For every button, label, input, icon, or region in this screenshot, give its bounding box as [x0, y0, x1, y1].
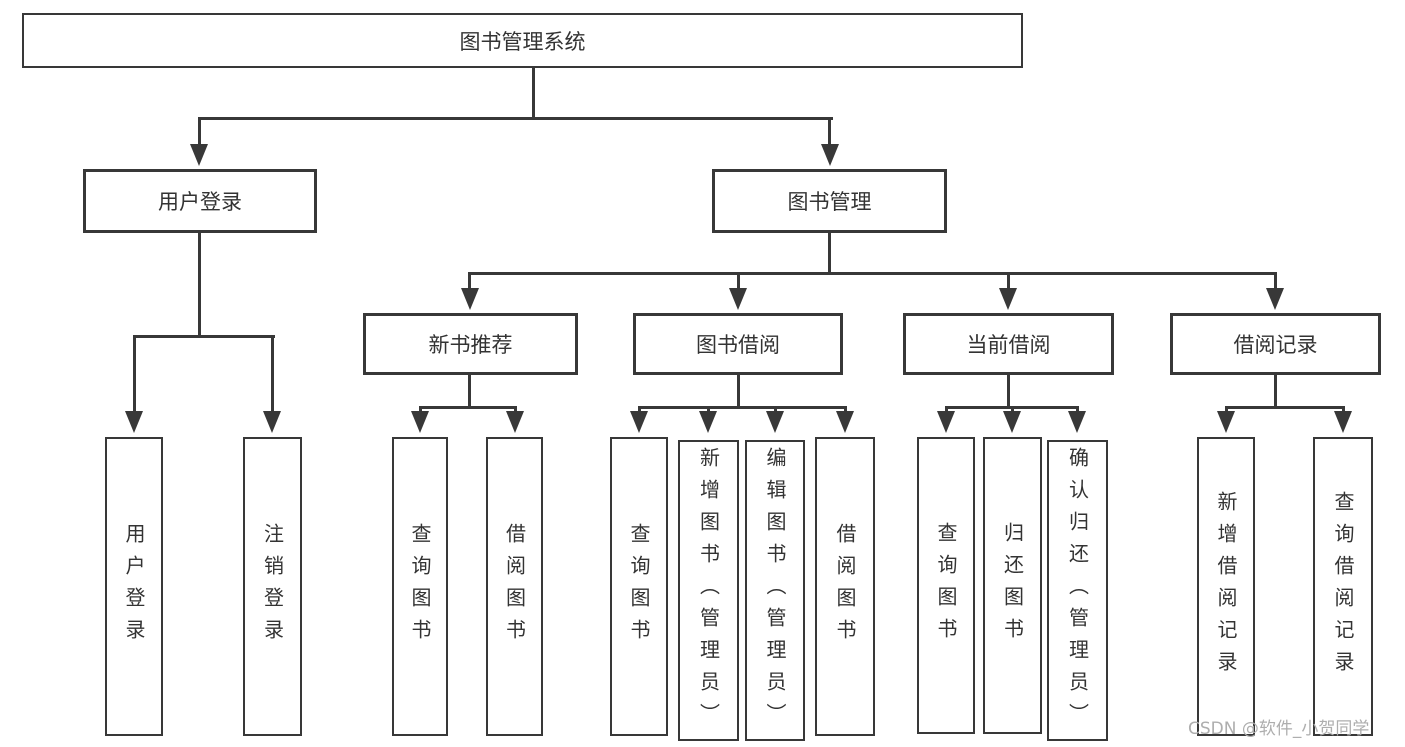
connector-line — [774, 406, 777, 414]
connector-line — [945, 406, 948, 414]
leaf-query-books-current: 查询图书 — [917, 437, 975, 734]
connector-line — [419, 406, 517, 409]
arrowhead-icon — [630, 411, 648, 433]
connector-line — [828, 233, 831, 275]
connector-line — [844, 406, 847, 414]
node-current-borrowing: 当前借阅 — [903, 313, 1114, 375]
leaf-add-borrow-record: 新增借阅记录 — [1197, 437, 1255, 736]
connector-line — [737, 272, 740, 290]
node-label: 查询借阅记录 — [1331, 490, 1355, 683]
connector-line — [1274, 272, 1277, 290]
arrowhead-icon — [699, 411, 717, 433]
connector-line — [468, 375, 471, 409]
arrowhead-icon — [1334, 411, 1352, 433]
leaf-borrow-books-borrowing: 借阅图书 — [815, 437, 875, 736]
arrowhead-icon — [1217, 411, 1235, 433]
arrowhead-icon — [190, 144, 208, 166]
arrowhead-icon — [766, 411, 784, 433]
arrowhead-icon — [1003, 411, 1021, 433]
arrowhead-icon — [1068, 411, 1086, 433]
connector-line — [198, 117, 201, 148]
node-label: 借阅图书 — [502, 522, 527, 651]
node-label: 用户登录 — [122, 522, 146, 651]
csdn-watermark: CSDN @软件_小贺同学 — [1188, 719, 1370, 739]
leaf-add-book-admin: 新增图书（管理员） — [678, 440, 739, 741]
arrowhead-icon — [999, 288, 1017, 310]
connector-line — [1342, 406, 1345, 414]
node-label: 图书管理 — [787, 190, 872, 214]
leaf-user-login: 用户登录 — [105, 437, 163, 736]
node-user-login: 用户登录 — [83, 169, 317, 233]
node-label: 借阅记录 — [1233, 333, 1318, 357]
node-label: 图书借阅 — [696, 333, 780, 357]
connector-line — [1007, 375, 1010, 409]
connector-line — [1076, 406, 1079, 414]
node-label: 确认归还（管理员） — [1065, 446, 1090, 735]
leaf-confirm-return-admin: 确认归还（管理员） — [1047, 440, 1108, 741]
leaf-return-books: 归还图书 — [983, 437, 1042, 734]
node-borrowing-records: 借阅记录 — [1170, 313, 1381, 375]
node-book-borrowing: 图书借阅 — [633, 313, 843, 375]
connector-line — [1225, 406, 1228, 414]
arrowhead-icon — [937, 411, 955, 433]
node-label: 归还图书 — [1000, 521, 1025, 650]
leaf-logout: 注销登录 — [243, 437, 302, 736]
node-root: 图书管理系统 — [22, 13, 1023, 68]
leaf-edit-book-admin: 编辑图书（管理员） — [745, 440, 805, 741]
arrowhead-icon — [461, 288, 479, 310]
connector-line — [1225, 406, 1345, 409]
leaf-query-books-borrowing: 查询图书 — [610, 437, 668, 736]
connector-line — [707, 406, 710, 414]
connector-line — [828, 117, 831, 148]
arrowhead-icon — [125, 411, 143, 433]
node-label: 查询图书 — [627, 522, 651, 651]
arrowhead-icon — [729, 288, 747, 310]
leaf-query-borrow-record: 查询借阅记录 — [1313, 437, 1373, 736]
node-new-book-recommend: 新书推荐 — [363, 313, 578, 375]
arrowhead-icon — [263, 411, 281, 433]
connector-line — [419, 406, 422, 414]
connector-line — [198, 233, 201, 337]
connector-line — [1011, 406, 1014, 414]
connector-line — [468, 272, 1277, 275]
connector-line — [532, 68, 535, 120]
leaf-query-books-recommend: 查询图书 — [392, 437, 448, 736]
connector-line — [638, 406, 847, 409]
node-label: 编辑图书（管理员） — [763, 446, 787, 735]
node-label: 用户登录 — [158, 190, 242, 214]
node-label: 图书管理系统 — [459, 29, 586, 54]
connector-line — [1007, 272, 1010, 290]
node-label: 新增借阅记录 — [1214, 490, 1238, 683]
connector-line — [271, 335, 274, 413]
node-label: 新增图书（管理员） — [696, 446, 721, 735]
connector-line — [133, 335, 275, 338]
connector-line — [737, 375, 740, 409]
node-book-management: 图书管理 — [712, 169, 947, 233]
node-label: 注销登录 — [260, 522, 285, 651]
leaf-borrow-books-recommend: 借阅图书 — [486, 437, 543, 736]
connector-line — [198, 117, 833, 120]
arrowhead-icon — [1266, 288, 1284, 310]
node-label: 新书推荐 — [428, 333, 513, 357]
connector-line — [468, 272, 471, 290]
arrowhead-icon — [821, 144, 839, 166]
connector-line — [133, 335, 136, 413]
arrowhead-icon — [411, 411, 429, 433]
connector-line — [638, 406, 641, 414]
connector-line — [514, 406, 517, 414]
arrowhead-icon — [836, 411, 854, 433]
arrowhead-icon — [506, 411, 524, 433]
node-label: 借阅图书 — [833, 522, 857, 651]
connector-line — [1274, 375, 1277, 409]
node-label: 查询图书 — [408, 522, 432, 651]
node-label: 当前借阅 — [966, 333, 1051, 357]
node-label: 查询图书 — [934, 521, 958, 650]
